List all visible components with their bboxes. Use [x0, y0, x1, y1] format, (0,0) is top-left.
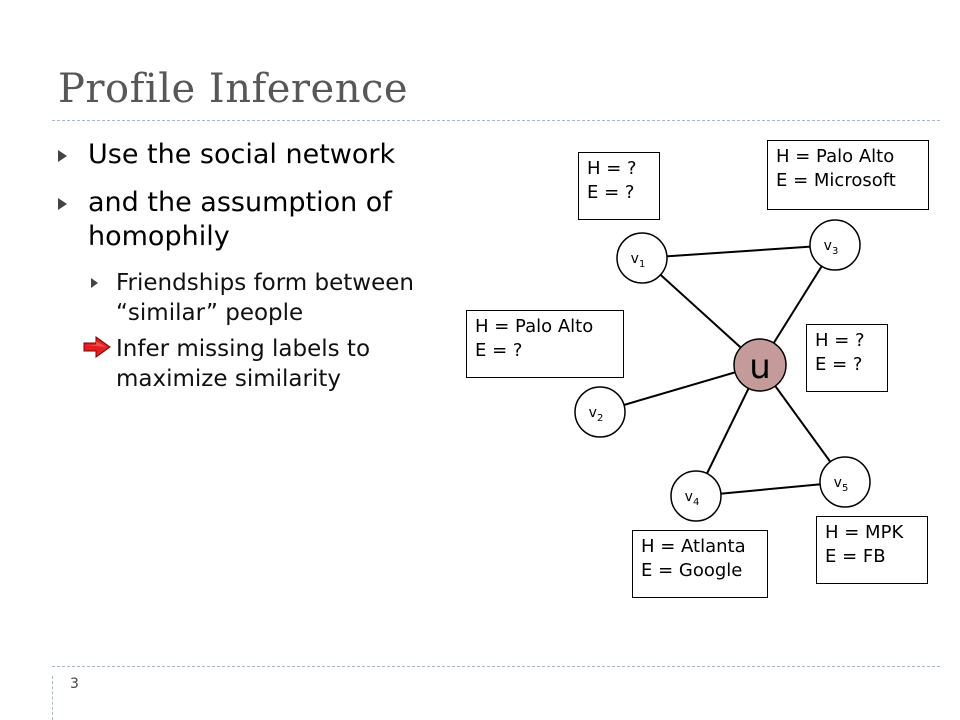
sub-bullet-infer: Infer missing labels to maximize similar…: [58, 334, 468, 394]
home-label: H = ?: [587, 158, 637, 179]
node-v3: [809, 219, 861, 271]
node-v2: [574, 386, 626, 438]
employer-label: E = ?: [475, 340, 523, 361]
node-v4: [670, 470, 722, 522]
label-box-v4: H = Atlanta E = Google: [632, 530, 768, 598]
label-box-u: H = ? E = ?: [806, 324, 888, 392]
node-v1-label: v1: [631, 251, 646, 270]
top-divider: [52, 120, 940, 121]
employer-label: E = ?: [815, 354, 863, 375]
bullet-text: and the assumption of homophily: [88, 187, 392, 252]
triangle-bullet-icon: [91, 278, 98, 288]
employer-label: E = Microsoft: [776, 170, 896, 191]
bullet-homophily: and the assumption of homophily: [58, 186, 468, 254]
footer-divider: [52, 676, 53, 720]
node-v1: [616, 232, 668, 284]
employer-label: E = FB: [825, 546, 886, 567]
home-label: H = Palo Alto: [475, 316, 594, 337]
bullet-social-network: Use the social network: [58, 138, 468, 172]
label-box-v3: H = Palo Alto E = Microsoft: [767, 140, 929, 210]
edge-v1-v3: [641, 244, 836, 259]
home-label: H = Palo Alto: [776, 146, 895, 167]
node-v4-label: v4: [685, 489, 700, 508]
bullet-list: Use the social network and the assumptio…: [58, 138, 468, 400]
sub-bullet-friendships: Friendships form between “similar” peopl…: [58, 268, 468, 328]
node-u-label: u: [749, 347, 771, 387]
edge-v2-u: [599, 364, 761, 413]
sub-bullet-text: Friendships form between “similar” peopl…: [116, 270, 414, 326]
employer-label: E = ?: [587, 182, 635, 203]
triangle-bullet-icon: [58, 198, 67, 210]
node-u: [733, 338, 787, 392]
bottom-divider: [52, 666, 940, 667]
node-v3-label: v3: [824, 238, 839, 257]
label-box-v1: H = ? E = ?: [578, 152, 660, 220]
page-title: Profile Inference: [58, 66, 409, 112]
home-label: H = MPK: [825, 522, 904, 543]
triangle-bullet-icon: [58, 150, 67, 162]
red-arrow-icon: [83, 336, 111, 358]
home-label: H = ?: [815, 330, 865, 351]
home-label: H = Atlanta: [641, 536, 746, 557]
node-v2-label: v2: [589, 405, 604, 424]
label-box-v2: H = Palo Alto E = ?: [466, 310, 624, 378]
employer-label: E = Google: [641, 560, 743, 581]
node-v5-label: v5: [834, 475, 849, 494]
node-v5: [819, 456, 871, 508]
label-box-v5: H = MPK E = FB: [816, 516, 928, 584]
bullet-text: Use the social network: [88, 139, 396, 170]
page-number: 3: [70, 676, 79, 692]
sub-bullet-text: Infer missing labels to maximize similar…: [116, 336, 371, 392]
